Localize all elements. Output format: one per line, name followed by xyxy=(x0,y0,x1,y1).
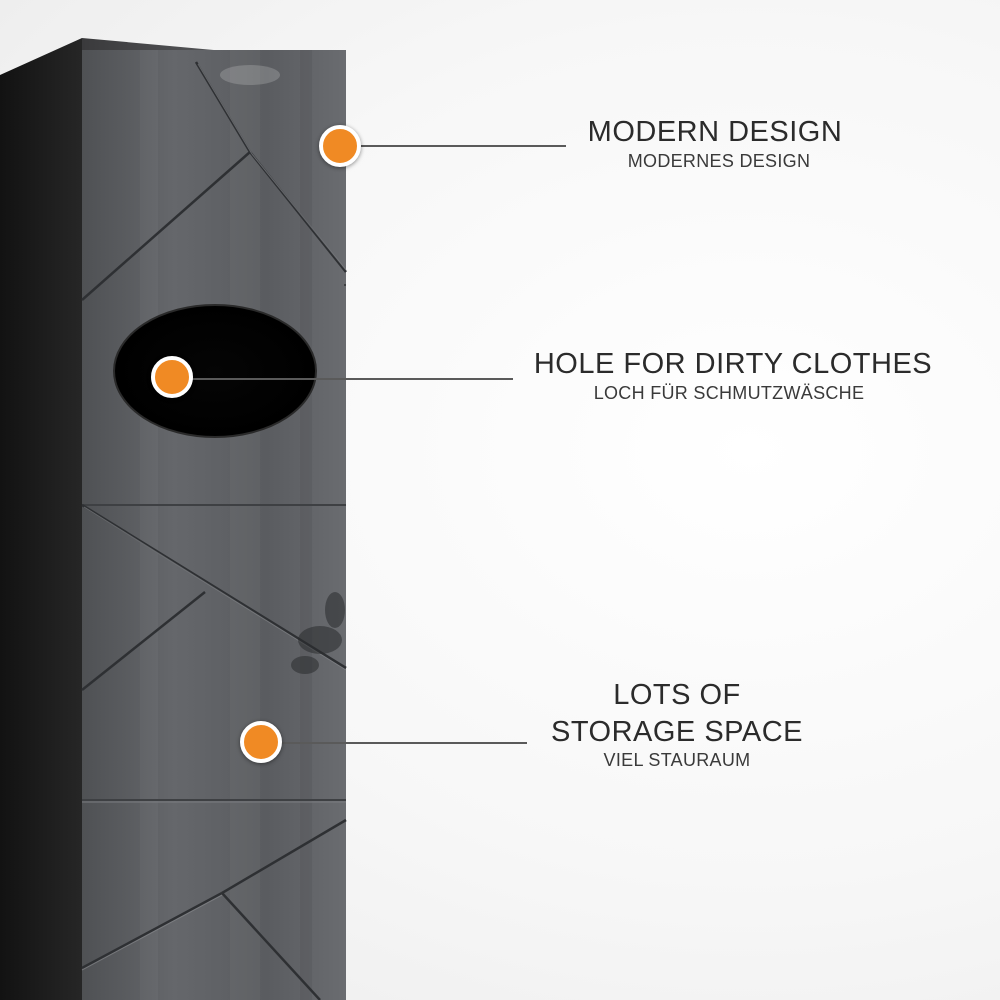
orange-dot-marker-icon xyxy=(151,356,193,398)
leader-line-laundry-hole xyxy=(175,378,513,380)
callout-title-laundry-hole: HOLE FOR DIRTY CLOTHES xyxy=(533,348,933,380)
callout-title-storage-line1: LOTS OF xyxy=(613,679,741,711)
callout-subtitle-storage: VIEL STAURAUM xyxy=(603,750,751,770)
orange-dot-marker-icon xyxy=(240,721,282,763)
callout-title-storage-line2: STORAGE SPACE xyxy=(551,716,803,748)
leader-line-modern-design xyxy=(345,145,566,147)
laundry-hole xyxy=(113,304,317,438)
leader-line-storage xyxy=(265,742,527,744)
callout-subtitle-laundry-hole: LOCH FÜR SCHMUTZWÄSCHE xyxy=(593,383,865,403)
callout-title-modern-design: MODERN DESIGN xyxy=(587,116,843,148)
callout-subtitle-modern-design: MODERNES DESIGN xyxy=(627,151,811,171)
cabinet-side-panel xyxy=(0,38,82,1000)
cabinet-front-panel xyxy=(82,50,346,1000)
orange-dot-marker-icon xyxy=(319,125,361,167)
